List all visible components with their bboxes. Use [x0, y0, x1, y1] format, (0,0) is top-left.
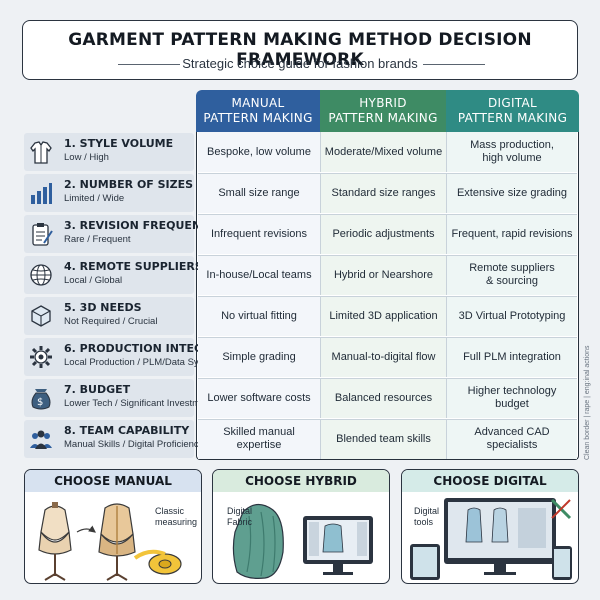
table-cell-digital: Remote suppliers & sourcing — [446, 255, 577, 295]
row-label-subtitle: Limited / Wide — [64, 193, 125, 204]
side-note: Clean border | rape | eng:inal actions — [584, 345, 591, 460]
globe-icon — [30, 264, 52, 286]
table-cell-hybrid: Manual-to-digital flow — [320, 337, 446, 377]
card-choose-manual: CHOOSE MANUAL Classic measuring — [24, 469, 202, 584]
table-cell-manual: Skilled manual expertise — [198, 419, 320, 459]
card-title-hybrid: CHOOSE HYBRID — [213, 470, 389, 492]
table-cell-digital: Extensive size grading — [446, 173, 577, 213]
row-label-subtitle: Low / High — [64, 152, 109, 163]
table-cell-manual: Small size range — [198, 173, 320, 213]
column-header-hybrid: HYBRID PATTERN MAKING — [320, 90, 446, 132]
row-label-subtitle: Lower Tech / Significant Investment — [64, 398, 214, 409]
row-label-title: 7. BUDGET — [64, 383, 131, 396]
table-cell-digital: Full PLM integration — [446, 337, 577, 377]
fabric-drape-icon — [232, 503, 284, 579]
bar-chart-icon — [31, 183, 52, 204]
card-title-digital: CHOOSE DIGITAL — [402, 470, 578, 492]
money-bag-icon: $ — [31, 389, 51, 410]
gear-icon — [30, 346, 52, 368]
svg-text:$: $ — [37, 397, 43, 408]
cube-icon — [31, 305, 51, 327]
table-cell-hybrid: Blended team skills — [320, 419, 446, 459]
table-cell-hybrid: Periodic adjustments — [320, 214, 446, 254]
row-label-subtitle: Not Required / Crucial — [64, 316, 158, 327]
row-label-1: 1. STYLE VOLUME Low / High — [24, 133, 194, 171]
page-subtitle: Strategic choice guide for fashion brand… — [182, 56, 418, 71]
card-choose-digital: CHOOSE DIGITAL Digital tools — [401, 469, 579, 584]
table-cell-digital: Mass production, high volume — [446, 132, 577, 172]
table-cell-hybrid: Balanced resources — [320, 378, 446, 418]
row-divider — [198, 337, 577, 338]
table-cell-hybrid: Hybrid or Nearshore — [320, 255, 446, 295]
row-label-7: $7. BUDGET Lower Tech / Significant Inves… — [24, 379, 213, 417]
row-label-2: 2. NUMBER OF SIZES Limited / Wide — [24, 174, 194, 212]
jacket-icon — [30, 141, 52, 164]
row-divider — [198, 255, 577, 256]
table-cell-manual: Bespoke, low volume — [198, 132, 320, 172]
table-cell-digital: Higher technology budget — [446, 378, 577, 418]
table-cell-manual: In-house/Local teams — [198, 255, 320, 295]
table-cell-manual: No virtual fitting — [198, 296, 320, 336]
digital-illustration — [410, 498, 572, 580]
row-divider — [198, 296, 577, 297]
desktop-monitor-icon — [444, 498, 556, 575]
row-label-title: 2. NUMBER OF SIZES — [64, 178, 194, 191]
row-label-subtitle: Local Production / PLM/Data Systems — [64, 357, 224, 368]
row-divider — [198, 214, 577, 215]
table-cell-manual: Lower software costs — [198, 378, 320, 418]
row-label-5: 5. 3D NEEDS Not Required / Crucial — [24, 297, 194, 335]
table-cell-hybrid: Standard size ranges — [320, 173, 446, 213]
table-cell-manual: Simple grading — [198, 337, 320, 377]
row-label-subtitle: Local / Global — [64, 275, 123, 286]
table-cell-manual: Infrequent revisions — [198, 214, 320, 254]
row-label-title: 3. REVISION FREQUENCY — [64, 219, 218, 232]
card-note-manual: Classic measuring — [155, 506, 198, 527]
tablet-icon — [410, 544, 440, 580]
table-cell-digital: 3D Virtual Prototyping — [446, 296, 577, 336]
phone-icon — [552, 546, 572, 580]
column-header-digital: DIGITAL PATTERN MAKING — [446, 90, 579, 132]
row-label-title: 4. REMOTE SUPPLIERS — [64, 260, 203, 273]
tailored-form-icon — [98, 503, 136, 581]
card-choose-hybrid: CHOOSE HYBRID Digital Fabric — [212, 469, 390, 584]
card-note-hybrid: Digital Fabric — [227, 506, 253, 527]
row-label-3: 3. REVISION FREQUENCY Rare / Frequent — [24, 215, 217, 253]
row-divider — [198, 173, 577, 174]
row-label-subtitle: Rare / Frequent — [64, 234, 131, 245]
crossed-tools-icon — [550, 498, 572, 520]
card-note-digital: Digital tools — [414, 506, 440, 527]
row-label-title: 8. TEAM CAPABILITY — [64, 424, 190, 437]
measuring-tape-icon — [133, 549, 182, 575]
table-cell-digital: Frequent, rapid revisions — [446, 214, 577, 254]
table-cell-hybrid: Moderate/Mixed volume — [320, 132, 446, 172]
subtitle-rule-left — [118, 64, 180, 65]
row-divider — [198, 419, 577, 420]
table-cell-digital: Advanced CAD specialists — [446, 419, 577, 459]
row-label-8: 8. TEAM CAPABILITY Manual Skills / Digita… — [24, 420, 203, 458]
row-label-title: 1. STYLE VOLUME — [64, 137, 174, 150]
subtitle-rule-right — [423, 64, 485, 65]
row-label-subtitle: Manual Skills / Digital Proficiency — [64, 439, 204, 450]
subtitle-wrap: Strategic choice guide for fashion brand… — [23, 56, 577, 71]
card-title-manual: CHOOSE MANUAL — [25, 470, 201, 492]
dress-form-icon — [38, 502, 72, 581]
column-header-manual: MANUAL PATTERN MAKING — [196, 90, 320, 132]
row-divider — [198, 378, 577, 379]
monitor-icon — [303, 516, 373, 575]
manual-illustration — [38, 502, 182, 581]
page-title: GARMENT PATTERN MAKING METHOD DECISION F… — [68, 30, 532, 70]
title-box: GARMENT PATTERN MAKING METHOD DECISION F… — [22, 20, 578, 80]
team-icon — [30, 430, 52, 449]
table-cell-hybrid: Limited 3D application — [320, 296, 446, 336]
clipboard-icon — [32, 223, 53, 246]
row-label-4: 4. REMOTE SUPPLIERS Local / Global — [24, 256, 203, 294]
hybrid-illustration — [232, 503, 373, 579]
row-label-title: 5. 3D NEEDS — [64, 301, 142, 314]
